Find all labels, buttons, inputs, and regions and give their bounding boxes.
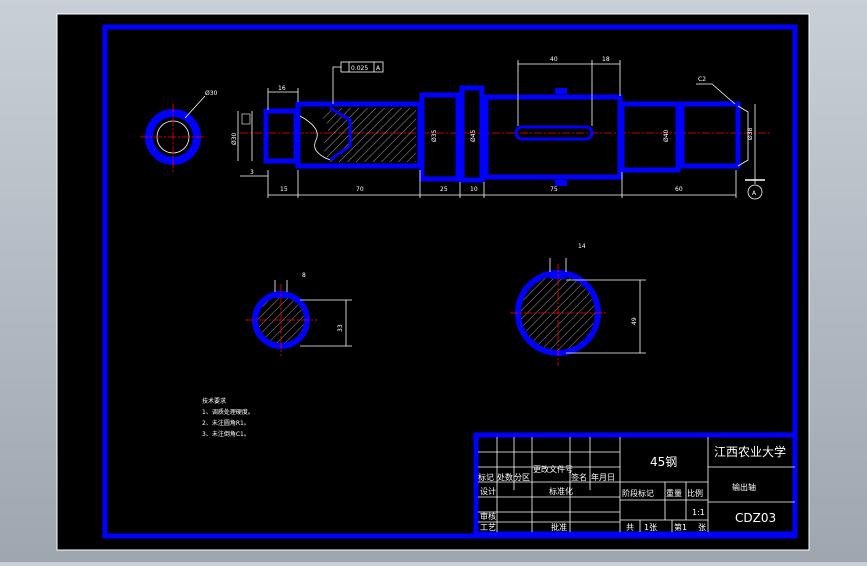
weight-label: 重量 — [666, 488, 682, 498]
shaft-collar-1 — [419, 92, 461, 182]
dim-15: 15 — [280, 186, 288, 193]
notes-line-2: 2、未注圆角R1。 — [202, 419, 250, 427]
notes-title: 技术要求 — [202, 397, 226, 405]
design-label: 设计 — [480, 486, 496, 496]
notes-line-1: 1、调质处理硬度。 — [202, 408, 254, 416]
dim-d40: Ø40 — [663, 129, 670, 142]
hdr-date: 年月日 — [591, 472, 615, 482]
dim-70: 70 — [356, 186, 364, 193]
technical-notes: 技术要求 1、调质处理硬度。 2、未注圆角R1。 3、未注倒角C1。 — [202, 397, 254, 438]
hdr-count: 处数 — [497, 472, 513, 482]
dim-75: 75 — [550, 186, 558, 193]
section1-key-width: 8 — [302, 272, 306, 279]
hdr-zone: 分区 — [514, 473, 530, 482]
hdr-mark: 标记 — [478, 472, 494, 482]
part-name: 输出轴 — [732, 482, 756, 492]
school-name: 江西农业大学 — [714, 444, 786, 459]
shaft-ring — [459, 85, 485, 183]
section-view-2: 14 49 — [510, 243, 646, 366]
ratio-label: 比例 — [687, 488, 703, 498]
approve-label: 批准 — [551, 522, 567, 532]
dim-3: 3 — [250, 169, 254, 176]
sheet-count: 1张 — [644, 523, 657, 532]
shaft-main-view: 15 70 25 10 75 60 16 3 Ø30 0.025 A Ø35 Ø… — [231, 56, 770, 200]
review-label: 审核 — [480, 511, 496, 521]
sheet-index: 第1 — [674, 522, 687, 532]
dim-10: 10 — [470, 186, 478, 193]
scale-value: 1:1 — [692, 508, 705, 517]
tolerance-value: 0.025 — [351, 65, 368, 72]
total-label: 共 — [626, 523, 634, 532]
dim-right-diameter: Ø38 — [747, 127, 754, 140]
end-view: Ø30 — [140, 90, 218, 172]
dim-16: 16 — [278, 85, 286, 92]
section1-depth: 33 — [337, 324, 344, 332]
section-hatch — [320, 108, 416, 162]
tolerance-datum: A — [376, 65, 381, 72]
drawing-border — [102, 24, 798, 539]
keyway-slot — [514, 125, 594, 141]
section2-depth: 49 — [631, 317, 638, 325]
dim-25: 25 — [440, 186, 448, 193]
bore-diameter-label: Ø30 — [205, 90, 218, 97]
chamfer-label: C2 — [698, 76, 706, 83]
drawing-number: CDZ03 — [735, 511, 776, 525]
section-view-1: 8 33 — [245, 272, 352, 356]
hdr-change-doc: 更改文件号 — [533, 464, 573, 474]
dim-left-diameter: Ø30 — [231, 132, 238, 145]
dim-d45: Ø45 — [470, 129, 477, 142]
dim-d35: Ø35 — [431, 129, 438, 142]
material-label: 45钢 — [650, 455, 677, 469]
dim-key-18: 18 — [602, 56, 610, 63]
hdr-sign: 签名 — [571, 472, 587, 482]
standard-label: 标准化 — [549, 486, 573, 496]
datum-a: A — [752, 190, 757, 197]
notes-line-3: 3、未注倒角C1。 — [202, 430, 250, 438]
title-block: 45钢 江西农业大学 输出轴 CDZ03 标记 处数 分区 更改文件号 签名 年… — [473, 432, 798, 537]
dim-key-40: 40 — [550, 56, 558, 63]
shaft-section-right-2 — [679, 101, 741, 169]
stage-mark-label: 阶段标记 — [622, 488, 654, 498]
section2-key-width: 14 — [578, 243, 586, 250]
dim-60: 60 — [675, 186, 683, 193]
shaft-section-right-1 — [619, 101, 681, 173]
process-label: 工艺 — [480, 523, 496, 532]
sheet-unit: 张 — [698, 523, 706, 532]
